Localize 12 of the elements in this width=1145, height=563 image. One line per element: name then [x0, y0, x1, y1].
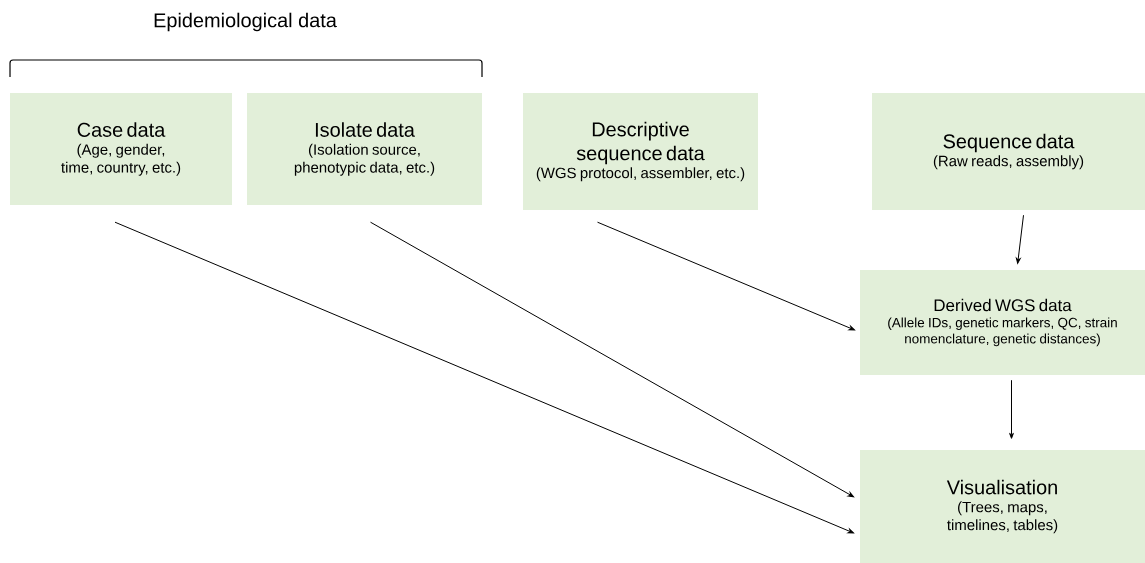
arrow	[370, 221, 855, 498]
data-box: Visualisation (Trees, maps, timelines, tables)	[860, 450, 1145, 563]
data-box: Isolate data (Isolation source, phenotypic data, etc.)	[247, 93, 482, 205]
data-box: Descriptive sequence data (WGS protocol, assembler, etc.)	[523, 93, 758, 210]
data-box: Derived WGS data (Allele IDs, genetic markers, QC, strain nomenclature, genetic distances)	[860, 270, 1145, 375]
arrow	[597, 221, 855, 331]
arrow	[1015, 214, 1024, 264]
arrow	[114, 221, 854, 534]
group-label: Epidemiological data	[154, 12, 337, 32]
data-box: Case data (Age, gender, time, country, etc.)	[10, 93, 232, 205]
arrow	[1009, 379, 1014, 439]
data-box: Sequence data (Raw reads, assembly)	[872, 93, 1145, 210]
